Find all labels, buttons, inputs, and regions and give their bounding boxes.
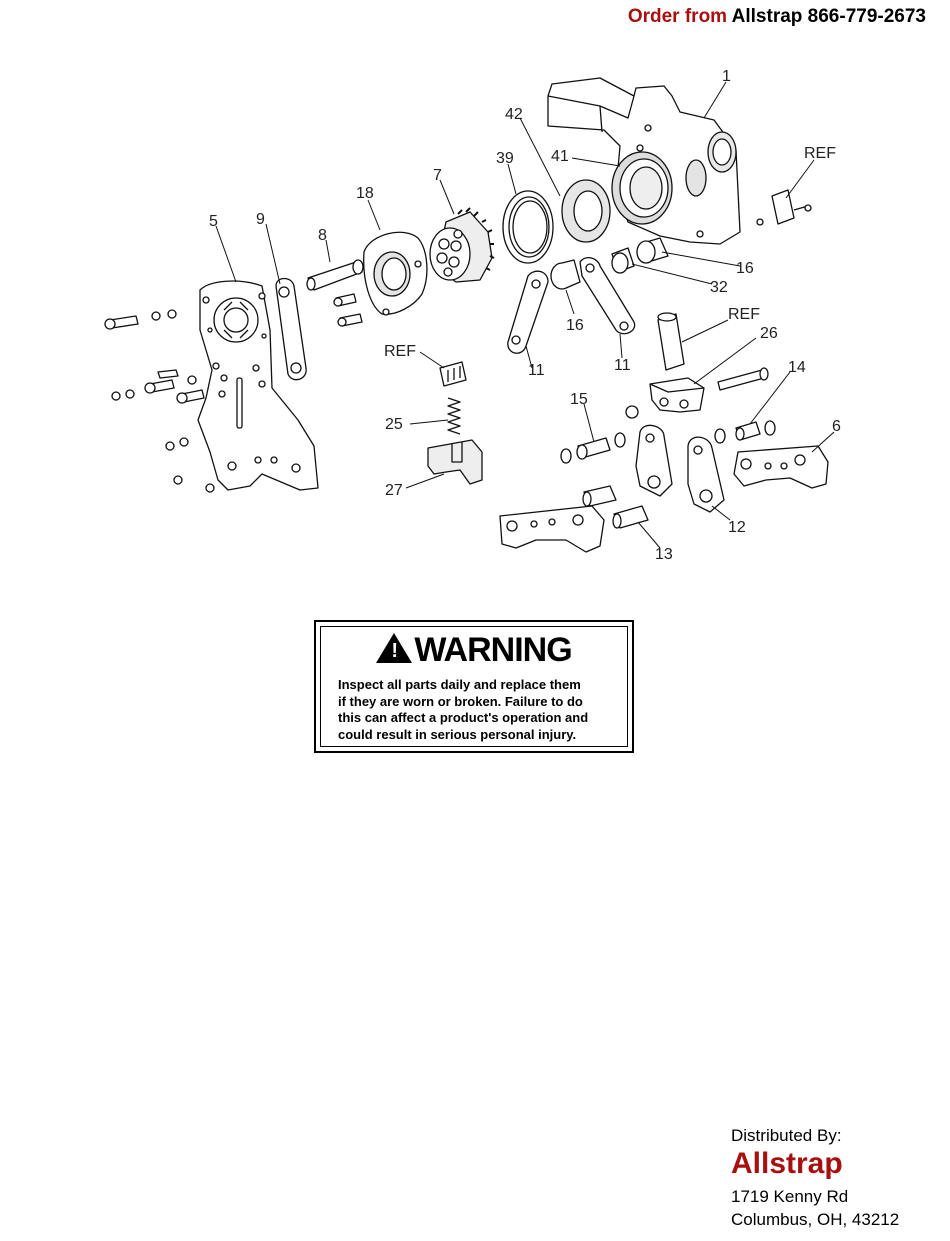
warning-line: if they are worn or broken. Failure to d… [338,693,583,709]
order-brand-phone: Allstrap 866-779-2673 [731,6,926,27]
address-line-1: 1719 Kenny Rd [731,1187,849,1206]
callout-26: 26 [760,325,778,342]
part-14-pin [714,420,776,444]
warning-title: !WARNING [316,632,632,668]
part-8-pin [306,259,364,291]
callout-ref-2: REF [728,306,760,323]
exploded-parts-diagram: 1 42 41 39 7 18 8 9 5 16 32 16 11 11 REF… [104,68,841,563]
part-5-side-plate [197,280,319,491]
ref-block-top [756,189,812,226]
long-screw [717,367,769,391]
distributor-block: Distributed By: Allstrap 1719 Kenny Rd C… [731,1126,899,1231]
screws-left [104,309,215,493]
callout-39: 39 [496,150,514,167]
part-12-pawl-b [687,436,725,513]
part-26-block [649,377,705,413]
callout-7: 7 [433,167,442,184]
part-41-bearing [611,151,673,225]
callout-14: 14 [788,359,806,376]
part-42-ring [561,179,611,243]
nut [625,405,639,419]
warning-text: Inspect all parts daily and replace them… [338,677,628,743]
distributor-brand: Allstrap [731,1147,843,1180]
warning-title-text: WARNING [414,631,572,669]
lower-bracket [499,505,605,553]
warning-box: !WARNING Inspect all parts daily and rep… [314,620,634,753]
leader-lines [215,81,835,549]
callout-41: 41 [551,148,569,165]
part-16-bushing-b [550,259,581,290]
part-11-link-b [579,256,636,335]
callout-13: 13 [655,546,673,563]
part-32-bushing [611,247,635,274]
warning-line: could result in serious personal injury. [338,726,577,742]
callout-25: 25 [385,416,403,433]
distributor-address: 1719 Kenny Rd Columbus, OH, 43212 [731,1185,899,1231]
callout-labels: 1 42 41 39 7 18 8 9 5 16 32 16 11 11 REF… [209,68,841,563]
callout-16-b: 16 [566,317,584,334]
part-9-link [275,277,307,381]
callout-ref-3: REF [384,343,416,360]
part-25-spring [447,397,461,435]
part-12-pawl-a [635,424,673,497]
callout-32: 32 [710,279,728,296]
callout-42: 42 [505,106,523,123]
callout-ref-1: REF [804,145,836,162]
part-39-seal [502,190,554,264]
callout-15: 15 [570,391,588,408]
callout-27: 27 [385,482,403,499]
callout-9: 9 [256,211,265,228]
part-16-bushing-a [636,237,669,264]
callout-8: 8 [318,227,327,244]
callout-11-a: 11 [528,362,545,379]
ref-cylinder [657,312,685,371]
callout-1: 1 [722,68,731,85]
order-prefix: Order from [627,6,728,27]
order-header: Order from Allstrap 866-779-2673 [628,6,926,28]
callout-11-b: 11 [614,357,631,374]
address-line-2: Columbus, OH, 43212 [731,1210,900,1229]
callout-18: 18 [356,185,374,202]
warning-inner-border [320,626,628,747]
distributor-label: Distributed By: [731,1126,842,1145]
callout-5: 5 [209,213,218,230]
warning-line: this can affect a product's operation an… [338,710,589,725]
callout-6: 6 [832,418,841,435]
part-13-pins [582,485,649,529]
screws-near-8 [333,293,363,327]
ref-block-left [439,361,467,387]
part-18-plate [363,231,428,316]
callout-12: 12 [728,519,746,536]
callout-16-a: 16 [736,260,754,277]
part-27-block [427,439,483,485]
warning-triangle-icon: ! [376,633,413,663]
warning-line: Inspect all parts daily and replace them [338,677,581,692]
part-7-gear [429,207,495,283]
part-15-pin [560,432,626,464]
part-6-bracket [733,445,829,489]
part-11-link-a [507,270,549,354]
